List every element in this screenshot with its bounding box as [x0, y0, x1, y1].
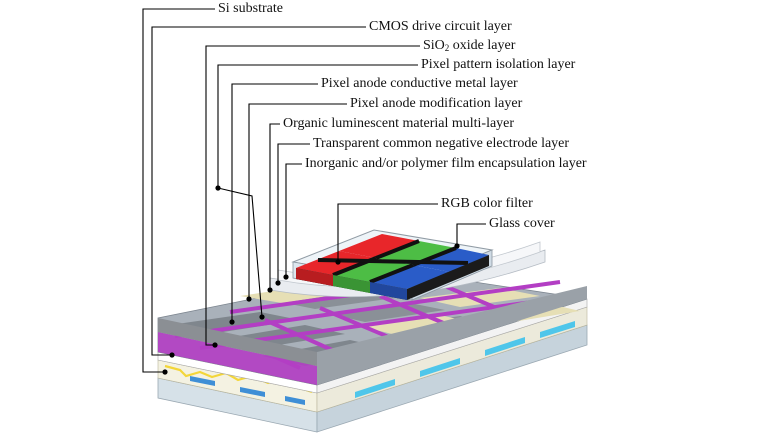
- sio2-subscript: 2: [444, 43, 450, 53]
- label-si-substrate: Si substrate: [218, 1, 283, 16]
- label-pixel-anode-conductive-metal-layer: Pixel anode conductive metal layer: [321, 76, 518, 91]
- label-rgb-color-filter: RGB color filter: [441, 196, 533, 211]
- label-encapsulation-layer: Inorganic and/or polymer film encapsulat…: [305, 156, 587, 171]
- leader-dots: [162, 185, 460, 375]
- label-sio2-oxide-layer: SiO2 oxide layer: [423, 38, 515, 54]
- rgb-color-filter: [296, 234, 489, 300]
- label-transparent-common-negative-electrode-layer: Transparent common negative electrode la…: [313, 136, 570, 151]
- label-pixel-pattern-isolation-layer: Pixel pattern isolation layer: [421, 57, 576, 72]
- label-glass-cover: Glass cover: [489, 216, 555, 231]
- label-pixel-anode-modification-layer: Pixel anode modification layer: [350, 96, 523, 111]
- sio2-prefix: SiO: [423, 38, 445, 53]
- label-organic-luminescent-material-multi-layer: Organic luminescent material multi-layer: [283, 116, 515, 131]
- sio2-suffix: oxide layer: [449, 38, 516, 53]
- pixel-array-surface: [157, 262, 588, 386]
- label-cmos-drive-circuit-layer: CMOS drive circuit layer: [369, 19, 512, 34]
- substrate-block: [157, 298, 588, 433]
